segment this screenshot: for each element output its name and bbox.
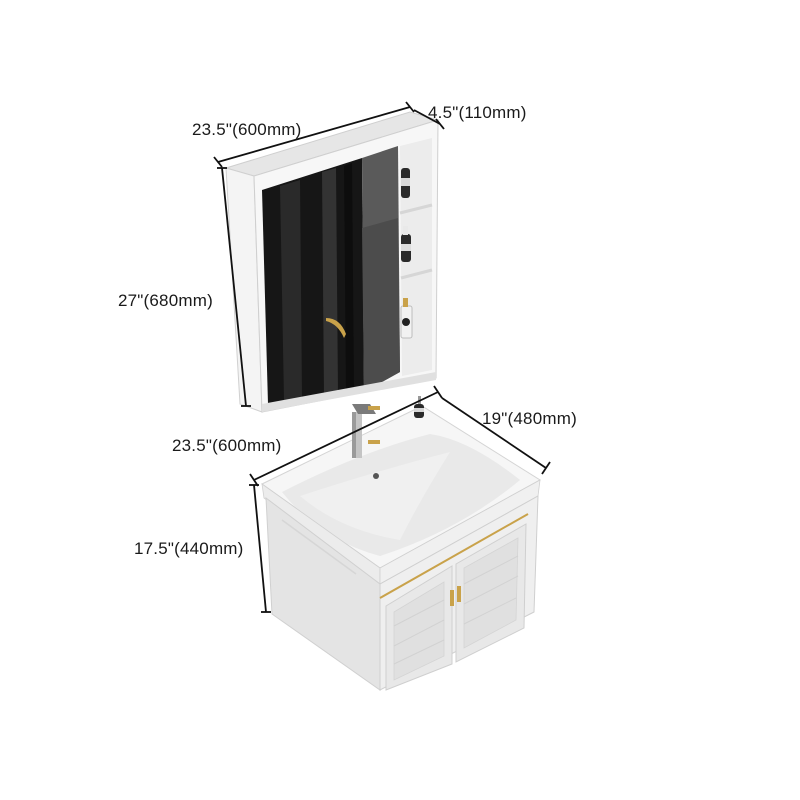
mirror-depth-label: 4.5"(110mm)	[428, 103, 527, 122]
mirror-width-label: 23.5"(600mm)	[192, 120, 302, 139]
vanity	[261, 396, 541, 691]
vanity-height-label: 17.5"(440mm)	[134, 539, 244, 558]
mirror-cabinet	[224, 111, 440, 413]
dimension-lines	[213, 101, 551, 613]
vanity-depth-label: 19"(480mm)	[482, 409, 577, 428]
mirror-height-label: 27"(680mm)	[118, 291, 213, 310]
vanity-width-label: 23.5"(600mm)	[172, 436, 282, 455]
